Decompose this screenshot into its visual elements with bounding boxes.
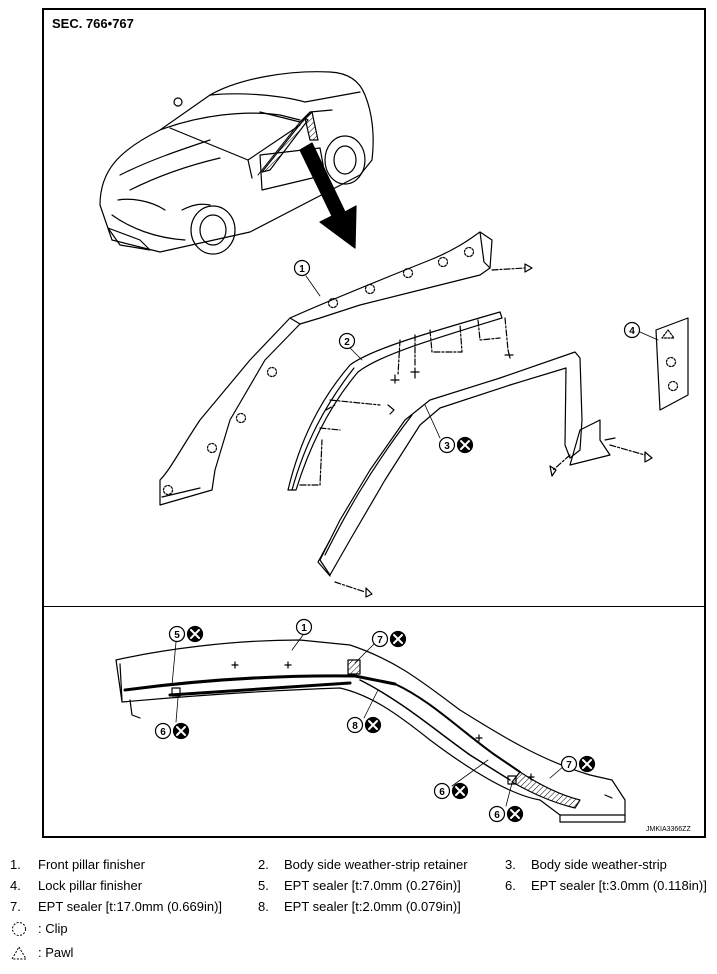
diagram-frame	[42, 8, 706, 838]
callout-label: 3	[444, 441, 450, 452]
pawl-dashed-triangle-icon	[11, 946, 27, 960]
callout-label: 4	[629, 326, 635, 337]
callout-2-top	[338, 332, 356, 350]
callout-label: 1	[301, 623, 307, 634]
lock-pillar-finisher	[655, 317, 689, 411]
weather-strip-retainer	[287, 311, 514, 491]
callout-6-bottom-c	[488, 805, 524, 823]
callout-label: 7	[377, 635, 383, 646]
body-side-weather-strip	[317, 351, 653, 598]
clip-dashed-circle-icon	[12, 922, 26, 936]
callout-label: 5	[174, 630, 180, 641]
image-reference: JMKIA3366ZZ	[646, 826, 691, 833]
callout-7-bottom-b	[560, 755, 596, 773]
callout-label: 6	[439, 787, 445, 798]
callout-label: 2	[344, 337, 350, 348]
callout-label: 8	[352, 721, 358, 732]
callout-label: 7	[566, 760, 572, 771]
callout-4-top	[623, 321, 641, 339]
callout-5-bottom	[168, 625, 204, 643]
callout-3-top	[438, 436, 474, 454]
car-illustration	[99, 71, 374, 255]
callout-1-bottom	[295, 618, 313, 636]
section-label: SEC. 766•767	[52, 16, 134, 31]
front-pillar-finisher	[159, 231, 533, 506]
callout-7-bottom-a	[371, 630, 407, 648]
callout-label: 1	[299, 264, 305, 275]
callout-label: 6	[160, 727, 166, 738]
callout-8-bottom	[346, 716, 382, 734]
callout-6-bottom-b	[433, 782, 469, 800]
callout-1-top	[293, 259, 311, 277]
detail-view	[115, 639, 626, 823]
pillar-finisher-illustration: 1 2 3 4 5 1 7 8 6 6 7 6	[99, 71, 689, 823]
callout-label: 6	[494, 810, 500, 821]
direction-arrow	[299, 142, 357, 249]
section-divider	[42, 606, 706, 607]
callout-6-bottom-a	[154, 722, 190, 740]
